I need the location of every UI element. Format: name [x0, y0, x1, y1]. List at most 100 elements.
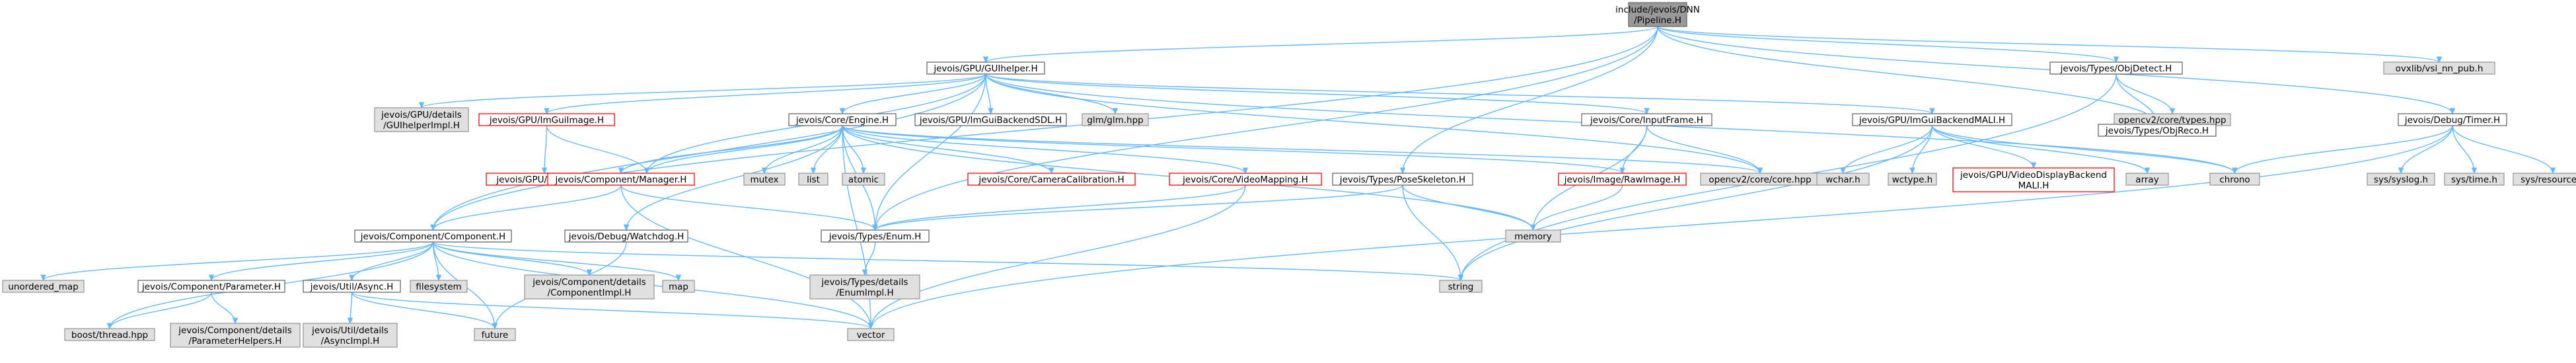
edge-videomapping-to-enumh	[874, 184, 1246, 231]
node-box-systime	[2444, 173, 2505, 186]
node-watchdog[interactable]: jevois/Debug/Watchdog.H	[564, 229, 688, 243]
nodes-layer: include/jevois/DNN/Pipeline.H jevois/GPU/…	[2, 2, 2576, 348]
node-async[interactable]: jevois/Util/Async.H	[303, 280, 401, 293]
arrowhead-imguibackendmali-to-wchar	[1840, 167, 1846, 175]
node-label-poseskeleton: jevois/Types/PoseSkeleton.H	[1339, 175, 1465, 185]
node-sysresource: sys/resource.h	[2513, 173, 2576, 186]
edge-engine-to-watchdog	[626, 125, 843, 231]
node-poseskeleton[interactable]: jevois/Types/PoseSkeleton.H	[1332, 173, 1473, 186]
node-label-glm: glm/glm.hpp	[1087, 115, 1143, 126]
edge-guihelper-to-inputframe	[985, 73, 1648, 114]
node-label-componentimpl: jevois/Component/details	[532, 277, 646, 288]
node-wchar: wchar.h	[1816, 173, 1870, 186]
node-engine[interactable]: jevois/Core/Engine.H	[788, 113, 897, 126]
edge-imguiimage-to-opengl	[544, 125, 548, 174]
edge-objdetect-to-opencv2types	[2116, 73, 2173, 114]
node-box-timer	[2398, 113, 2507, 126]
edge-component-to-string	[432, 241, 1461, 281]
node-box-map	[662, 280, 695, 293]
node-enumh[interactable]: jevois/Types/Enum.H	[821, 229, 930, 243]
node-imguiimage[interactable]: jevois/GPU/ImGuiImage.H	[478, 113, 615, 126]
arrowhead-timer-to-chrono	[2232, 167, 2238, 175]
node-objreco[interactable]: jevois/Types/ObjReco.H	[2098, 124, 2217, 137]
node-objdetect[interactable]: jevois/Types/ObjDetect.H	[2049, 61, 2183, 75]
node-box-paramhelpers	[170, 323, 301, 348]
node-string: string	[1439, 280, 1483, 293]
node-box-manager	[547, 173, 695, 186]
node-label-pipeline: /Pipeline.H	[1634, 15, 1681, 26]
edge-pipeline-to-ovxlib	[1657, 26, 2440, 63]
node-box-inputframe	[1581, 113, 1712, 126]
edge-pipeline-to-poseskeleton	[1402, 26, 1658, 174]
node-box-videomapping	[1169, 173, 1322, 186]
node-box-poseskeleton	[1332, 173, 1473, 186]
node-label-guihelper: jevois/GPU/GUIhelper.H	[933, 63, 1037, 74]
edge-engine-to-manager	[620, 125, 843, 174]
node-box-asyncimpl	[303, 323, 398, 348]
node-timer[interactable]: jevois/Debug/Timer.H	[2398, 113, 2507, 126]
node-videomapping[interactable]: jevois/Core/VideoMapping.H	[1169, 173, 1322, 186]
arrowhead-async-to-future	[492, 323, 498, 330]
node-rawimage[interactable]: jevois/Image/RawImage.H	[1558, 173, 1687, 186]
node-guihelper[interactable]: jevois/GPU/GUIhelper.H	[926, 61, 1045, 75]
node-imguibackendmali[interactable]: jevois/GPU/ImGuiBackendMALI.H	[1852, 113, 2012, 126]
node-label-parameter: jevois/Component/Parameter.H	[141, 282, 281, 292]
node-box-videodisplaymali	[1952, 167, 2115, 192]
edge-parameter-to-paramhelpers	[211, 292, 236, 324]
node-label-guihelperimpl: jevois/GPU/details	[381, 110, 462, 120]
node-list: list	[798, 173, 828, 186]
edge-timer-to-sysresource	[2452, 125, 2554, 174]
node-label-imguibackendmali: jevois/GPU/ImGuiBackendMALI.H	[1858, 115, 2005, 126]
node-box-list	[798, 173, 828, 186]
node-parameter[interactable]: jevois/Component/Parameter.H	[137, 280, 285, 293]
node-box-engine	[788, 113, 897, 126]
node-box-enumh	[821, 229, 930, 243]
edge-engine-to-opencvcore	[842, 125, 1761, 174]
node-label-paramhelpers: jevois/Component/details	[178, 325, 292, 336]
node-paramhelpers: jevois/Component/details/ParameterHelper…	[170, 323, 301, 348]
node-inputframe[interactable]: jevois/Core/InputFrame.H	[1581, 113, 1712, 126]
node-ovxlib: ovxlib/vsi_nn_pub.h	[2383, 61, 2495, 75]
node-label-enumh: jevois/Types/Enum.H	[828, 231, 921, 242]
node-label-array: array	[2135, 175, 2158, 185]
node-filesystem: filesystem	[410, 280, 468, 293]
node-box-string	[1439, 280, 1483, 293]
arrowhead-objdetect-to-opencv2types	[2169, 108, 2176, 115]
node-component[interactable]: jevois/Component/Component.H	[354, 229, 512, 243]
node-label-cameracal: jevois/Core/CameraCalibration.H	[978, 175, 1124, 185]
node-future: future	[474, 328, 516, 341]
node-box-imguibackendmali	[1852, 113, 2012, 126]
node-label-videomapping: jevois/Core/VideoMapping.H	[1182, 175, 1308, 185]
arrowhead-guihelper-to-inputframe	[1644, 108, 1650, 115]
node-label-string: string	[1448, 282, 1474, 292]
arrowhead-guihelper-to-imguibackendsdl	[988, 108, 994, 115]
arrowhead-rawimage-to-memory	[1530, 224, 1536, 231]
arrowhead-inputframe-to-rawimage	[1619, 167, 1625, 175]
node-label-opencvcore: opencv2/core/core.hpp	[1709, 175, 1811, 185]
edge-imguibackendmali-to-array	[1931, 125, 2148, 174]
node-box-component	[354, 229, 512, 243]
node-box-filesystem	[410, 280, 468, 293]
node-array: array	[2125, 173, 2169, 186]
edge-inputframe-to-rawimage	[1621, 125, 1648, 174]
node-cameracal[interactable]: jevois/Core/CameraCalibration.H	[967, 173, 1136, 186]
node-guihelperimpl: jevois/GPU/details/GUIhelperImpl.H	[374, 107, 469, 132]
node-box-boostthread	[64, 328, 155, 341]
edge-pipeline-to-component	[432, 26, 1658, 231]
arrowhead-component-to-parameter	[208, 274, 215, 282]
edge-component-to-unordered_map	[42, 241, 434, 281]
edge-rawimage-to-memory	[1532, 184, 1623, 231]
node-box-future	[474, 328, 516, 341]
node-box-async	[303, 280, 401, 293]
edge-engine-to-videomapping	[842, 125, 1246, 174]
node-label-watchdog: jevois/Debug/Watchdog.H	[568, 231, 684, 242]
edge-manager-to-component	[432, 184, 622, 231]
node-label-paramhelpers: /ParameterHelpers.H	[189, 336, 282, 346]
node-atomic: atomic	[842, 173, 885, 186]
node-pipeline[interactable]: include/jevois/DNN/Pipeline.H	[1615, 2, 1700, 27]
node-box-cameracal	[967, 173, 1136, 186]
node-manager[interactable]: jevois/Component/Manager.H	[547, 173, 695, 186]
arrowhead-timer-to-sysresource	[2550, 167, 2556, 175]
node-imguibackendsdl[interactable]: jevois/GPU/ImGuiBackendSDL.H	[914, 113, 1067, 126]
